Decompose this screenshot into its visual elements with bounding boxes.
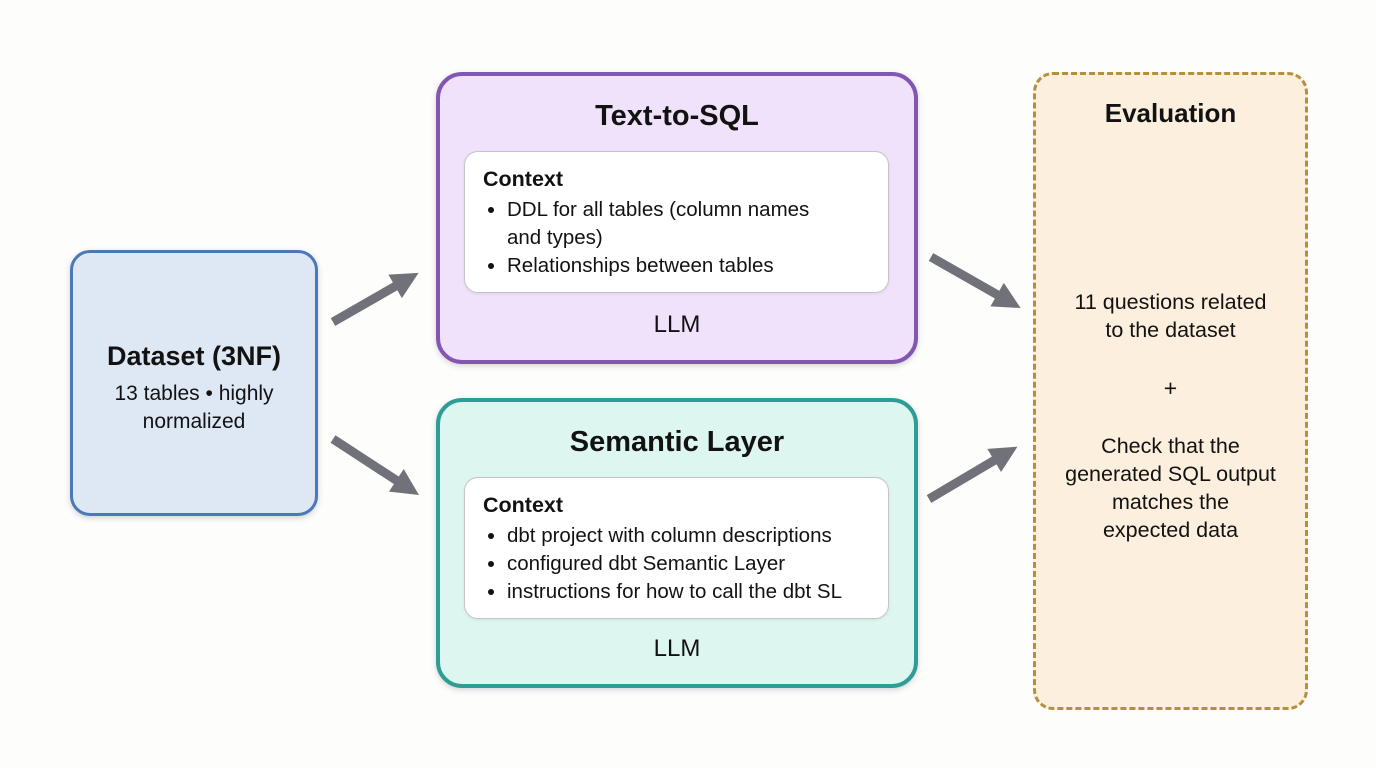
arrow-dataset-to-text-to-sql: [330, 272, 419, 326]
context-bullet: instructions for how to call the dbt SL: [507, 578, 874, 606]
dataset-subtitle-line: 13 tables • highly: [114, 381, 274, 405]
dataset-subtitle-line: normalized: [142, 409, 246, 433]
text-to-sql-title: Text-to-SQL: [595, 100, 759, 132]
dataset-subtitle: 13 tables • highly normalized: [73, 380, 315, 436]
evaluation-text-line: matches the: [1111, 490, 1230, 514]
text-to-sql-llm-label: LLM: [653, 311, 701, 338]
context-bullet-list: dbt project with column descriptions con…: [483, 522, 874, 606]
evaluation-plus-separator: +: [1163, 375, 1178, 401]
evaluation-text-line: to the dataset: [1105, 318, 1236, 342]
semantic-layer-title: Semantic Layer: [569, 426, 785, 458]
arrow-semantic-layer-to-evaluation: [926, 446, 1018, 503]
evaluation-text-line: 11 questions related: [1074, 290, 1267, 314]
context-bullet: dbt project with column descriptions: [507, 522, 874, 550]
evaluation-node: Evaluation 11 questions related to the d…: [1033, 72, 1308, 710]
context-title: Context: [483, 167, 564, 191]
context-bullet: configured dbt Semantic Layer: [507, 550, 874, 578]
evaluation-text-line: Check that the: [1101, 434, 1240, 458]
arrow-dataset-to-semantic-layer: [330, 435, 419, 496]
evaluation-text-line: expected data: [1102, 518, 1239, 542]
text-to-sql-context-panel: Context DDL for all tables (column names…: [464, 151, 889, 293]
arrow-text-to-sql-to-evaluation: [928, 253, 1021, 309]
dataset-title: Dataset (3NF): [106, 340, 282, 371]
context-bullet-list: DDL for all tables (column names and typ…: [483, 196, 874, 280]
evaluation-questions-text: 11 questions related to the dataset: [1046, 288, 1295, 344]
text-to-sql-node: Text-to-SQL Context DDL for all tables (…: [436, 72, 918, 364]
semantic-layer-llm-label: LLM: [653, 635, 701, 662]
evaluation-text-line: generated SQL output: [1065, 462, 1276, 486]
evaluation-title: Evaluation: [1104, 98, 1237, 128]
evaluation-check-text: Check that the generated SQL output matc…: [1046, 432, 1295, 544]
context-title: Context: [483, 493, 564, 517]
semantic-layer-node: Semantic Layer Context dbt project with …: [436, 398, 918, 688]
semantic-layer-context-panel: Context dbt project with column descript…: [464, 477, 889, 619]
context-bullet: Relationships between tables: [507, 252, 837, 280]
context-bullet: DDL for all tables (column names and typ…: [507, 196, 837, 252]
dataset-node: Dataset (3NF) 13 tables • highly normali…: [70, 250, 318, 516]
evaluation-body: 11 questions related to the dataset + Ch…: [1046, 288, 1295, 544]
